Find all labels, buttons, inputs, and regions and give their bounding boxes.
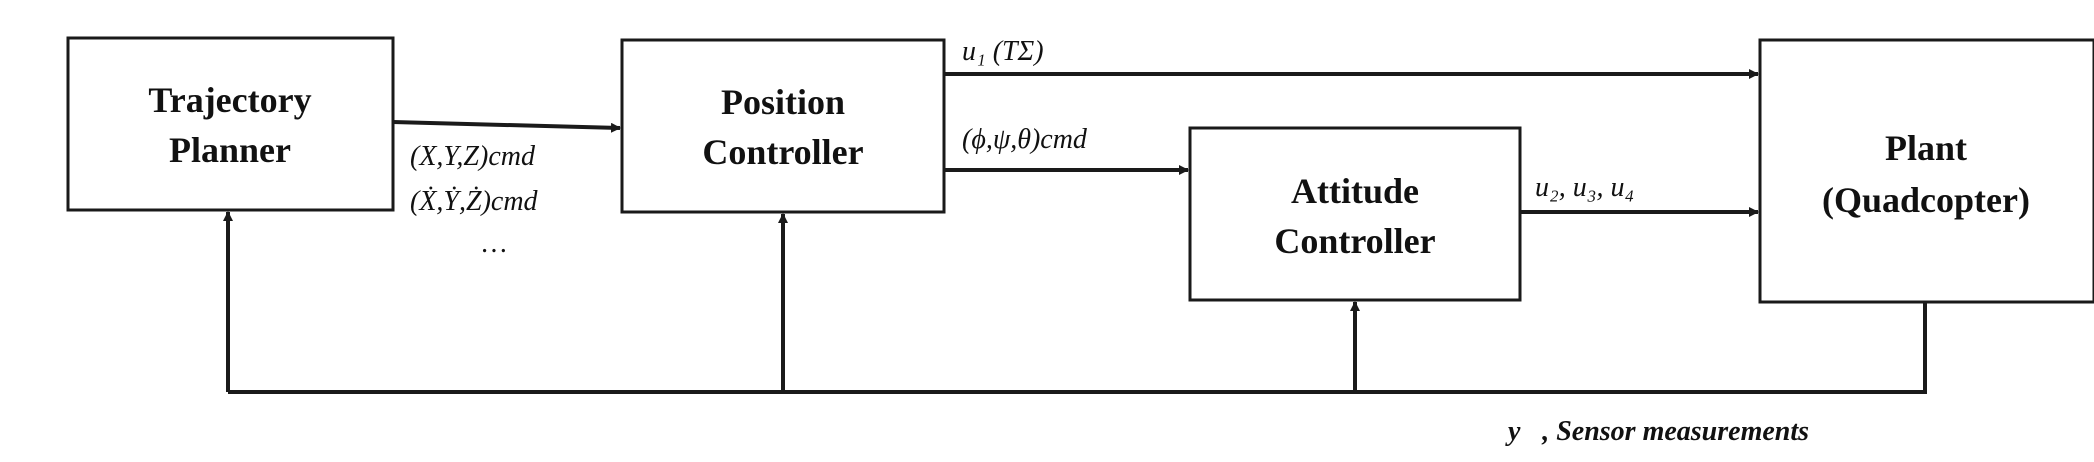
- sensor-measurements-label: y⃗, Sensor measurements: [1505, 416, 1809, 447]
- attitude-inputs-label: u₂, u₃, u₄: [1535, 172, 1634, 203]
- attitude-controller-block: Attitude Controller: [1188, 126, 1522, 302]
- attitude-cmd-label: (ϕ,ψ,θ)cmd: [962, 124, 1088, 155]
- velocity-cmd-label: (Ẋ,Ẏ,Ż)cmd: [410, 186, 539, 217]
- position-controller-label-line1: Position: [721, 82, 845, 122]
- thrust-signal-label: u₁ (TΣ): [962, 36, 1044, 67]
- position-cmd-label: (X,Y,Z)cmd: [410, 141, 536, 172]
- trajectory-planner-label-line1: Trajectory: [148, 80, 311, 120]
- plant-label-line2: (Quadcopter): [1822, 180, 2030, 220]
- position-controller-label-line2: Controller: [702, 132, 863, 172]
- feedback-bus: [228, 302, 1927, 394]
- more-commands-ellipsis: …: [482, 228, 507, 259]
- plant-block: Plant (Quadcopter): [1758, 38, 2094, 304]
- attitude-controller-label-line2: Controller: [1274, 221, 1435, 261]
- planner-to-position-arrow: [392, 120, 621, 133]
- attitude-controller-label-line1: Attitude: [1291, 171, 1419, 211]
- plant-label-line1: Plant: [1885, 128, 1967, 168]
- trajectory-planner-block: Trajectory Planner: [66, 36, 395, 212]
- trajectory-planner-label-line2: Planner: [169, 130, 291, 170]
- position-controller-block: Position Controller: [620, 38, 946, 214]
